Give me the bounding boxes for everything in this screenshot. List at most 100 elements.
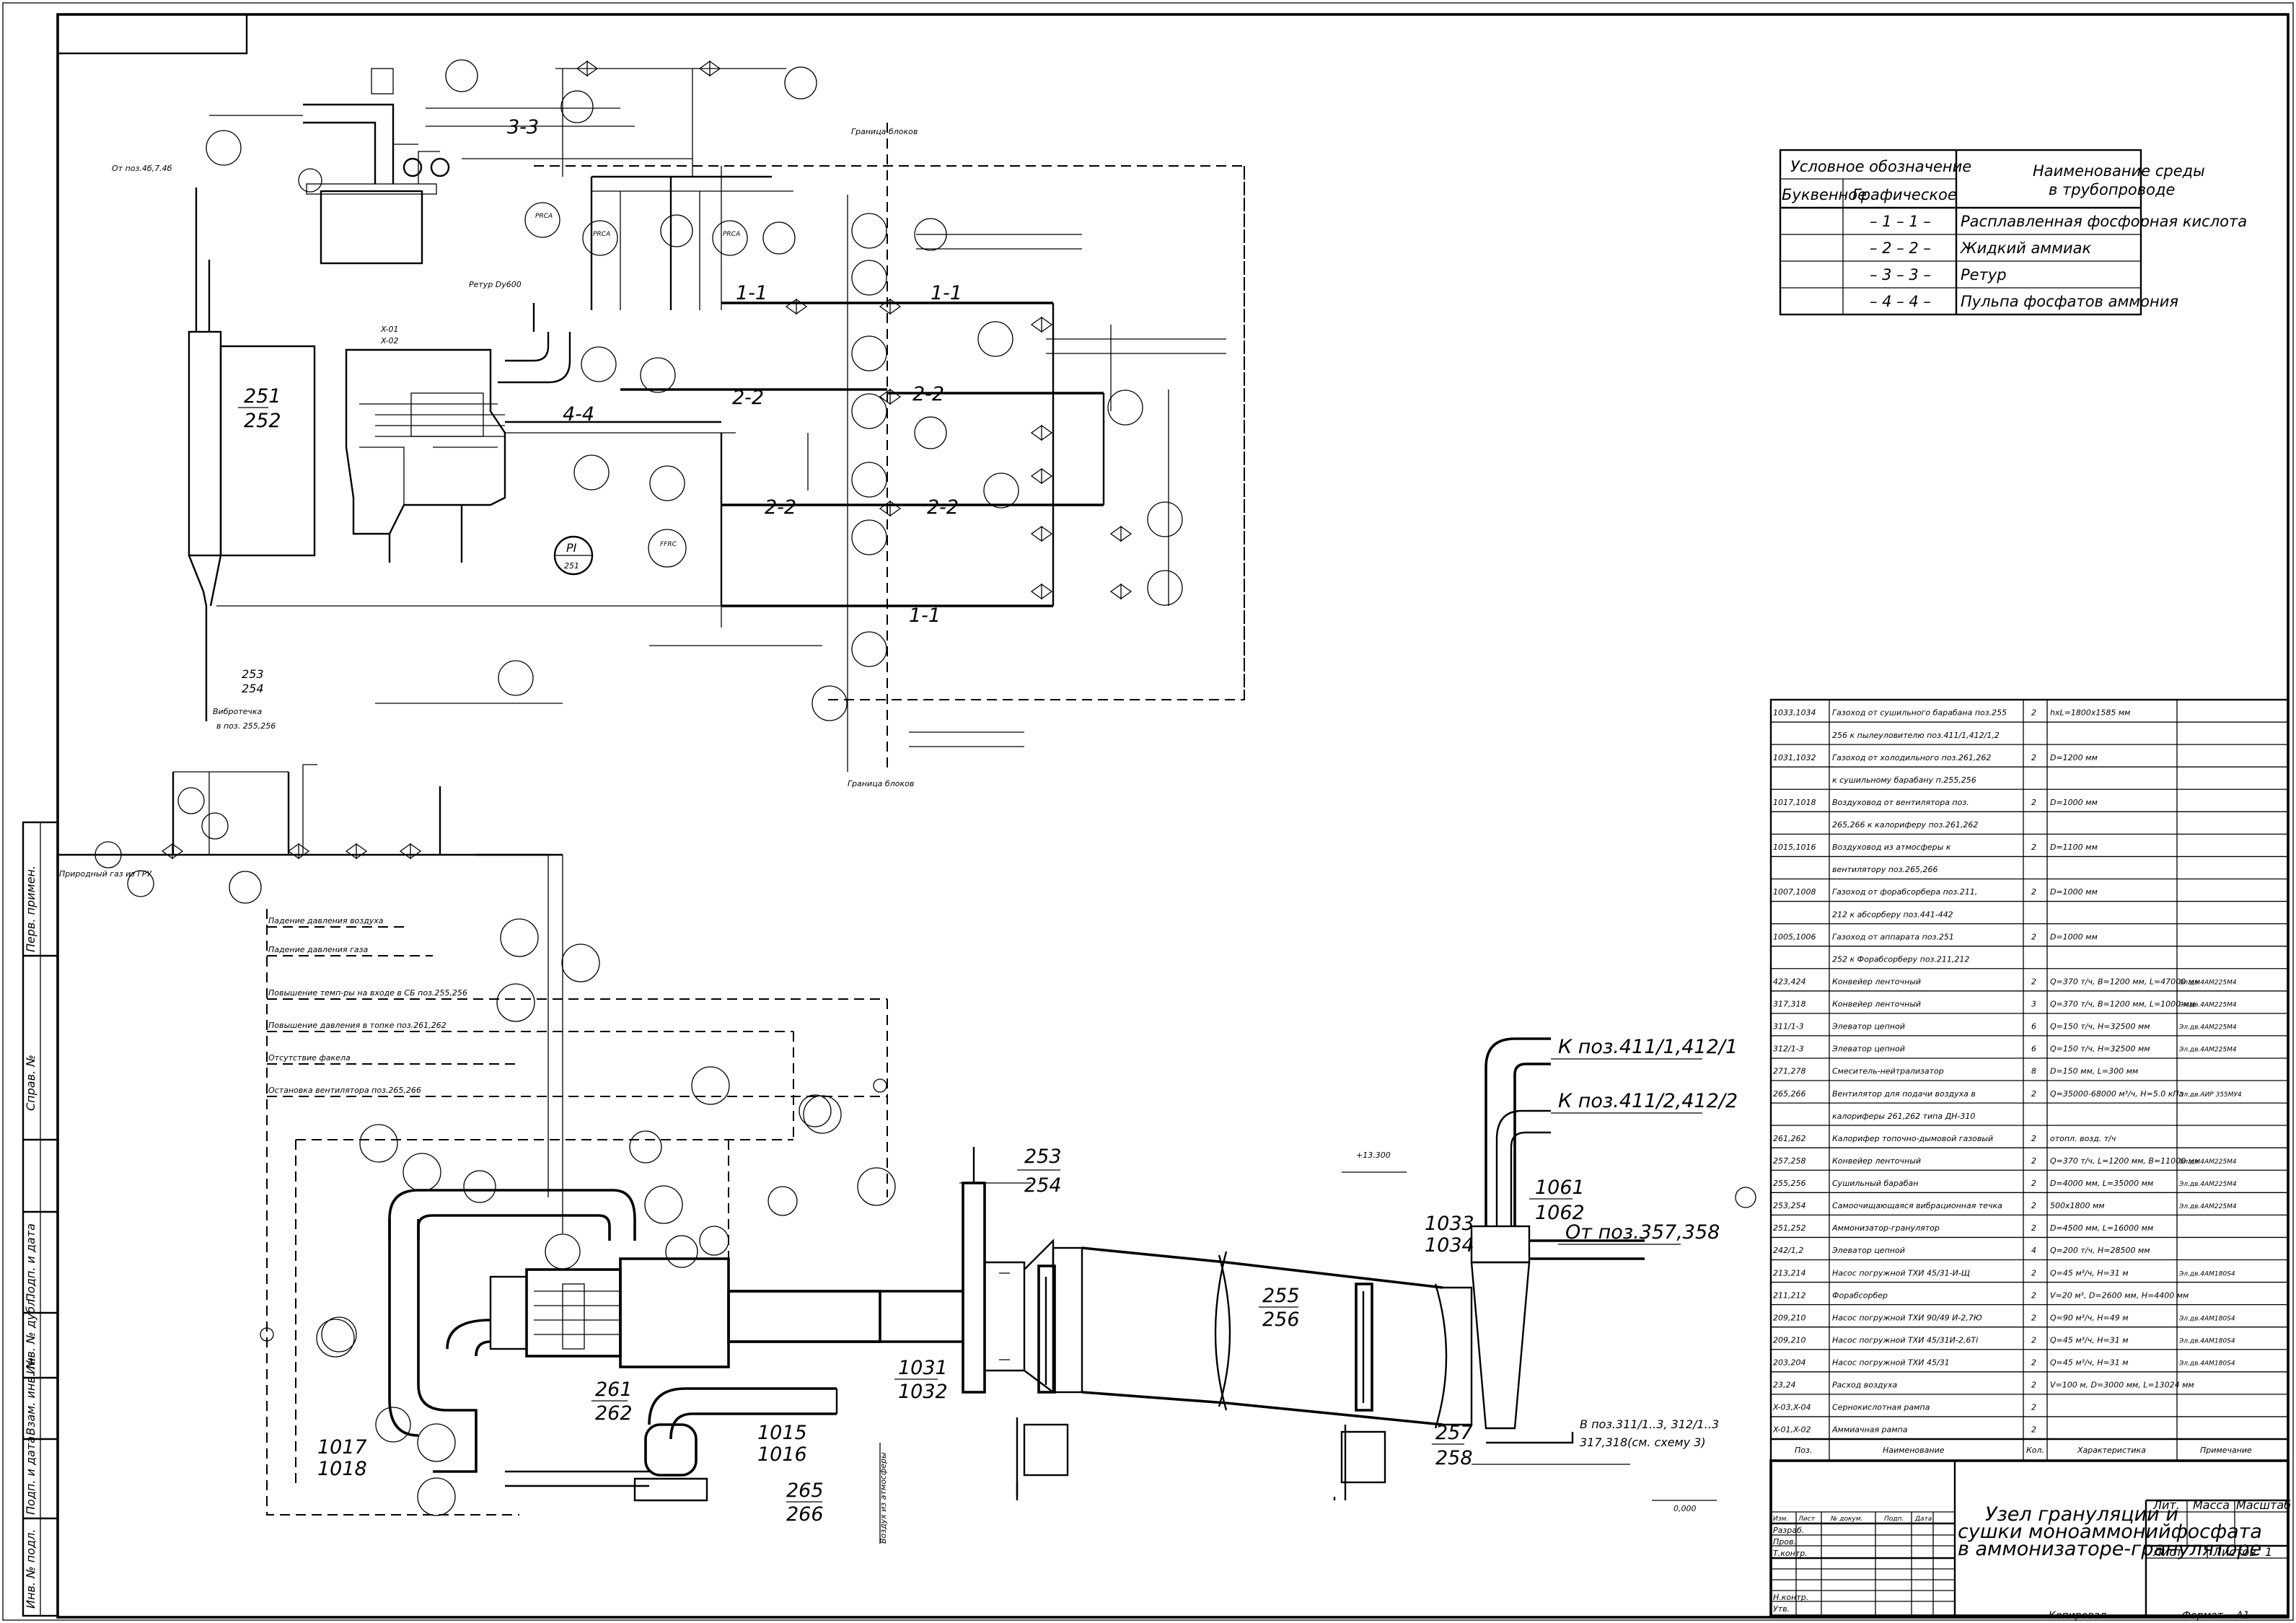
equipment-row-note: Эл.дв.4АМ225М4 (2178, 979, 2237, 986)
label-pos-255: 255 (1262, 1285, 1300, 1307)
equipment-row-qty: 2 (2031, 1134, 2036, 1143)
label-to-311: В поз.311/1..3, 312/1..3 (1580, 1417, 1719, 1431)
equipment-row-char: D=1000 мм (2050, 798, 2098, 807)
equipment-row-name: Аммиачная рампа (1831, 1425, 1908, 1435)
legend-row-4-name: Пульпа фосфатов аммония (1961, 293, 2178, 310)
equipment-row-char: Q=45 м³/ч, H=31 м (2050, 1268, 2129, 1277)
label-to-411-1: К поз.411/1,412/1 (1558, 1036, 1738, 1058)
label-air-atm: Воздух из атмосферы (879, 1452, 888, 1544)
pi-251: PI 251 (553, 535, 594, 576)
equipment-row-name: 212 к абсорберу поз.441-442 (1832, 910, 1953, 919)
equipment-row-qty: 2 (2031, 1089, 2036, 1099)
label-from-pos: От поз.4б,7.4б (112, 164, 172, 173)
equipment-row-char: Q=35000-68000 м³/ч, H=5.0 кПа (2050, 1089, 2184, 1099)
legend-row-1-symbol: – 1 – 1 – (1870, 213, 1931, 230)
equipment-row-qty: 2 (2031, 798, 2036, 807)
equipment-row-char: D=4500 мм, L=16000 мм (2050, 1223, 2153, 1233)
interlock-5: Отсутствие факела (268, 1053, 351, 1063)
equipment-row-char: D=1200 мм (2050, 753, 2098, 762)
discharge-chamber: К поз.411/1,412/1 К поз.411/2,412/2 От п… (1342, 1036, 1756, 1513)
equipment-row-pos: 213,214 (1773, 1268, 1806, 1277)
line-label-22b: 2-2 (912, 383, 944, 405)
equipment-row-qty: 8 (2031, 1067, 2036, 1076)
equipment-row-qty: 2 (2031, 753, 2036, 762)
label-x01: X-01 (380, 325, 399, 334)
label-pos-1034: 1034 (1425, 1234, 1474, 1257)
equipment-row-pos: 311/1-3 (1773, 1022, 1804, 1032)
equipment-row-pos: 209,210 (1773, 1313, 1806, 1322)
line-label-22c: 2-2 (765, 496, 796, 519)
label-pos-1062: 1062 (1535, 1202, 1585, 1224)
equipment-row-note: Эл.дв.4АМ225М4 (2178, 1024, 2237, 1032)
title-sheets: Листов (2212, 1545, 2256, 1559)
label-to-317: 317,318(см. схему 3) (1580, 1435, 1706, 1449)
legend-table: Условное обозначение Буквенное Графическ… (1779, 149, 2247, 316)
equipment-row-char: Q=370 т/ч, B=1200 мм, L=1000 мм (2050, 1000, 2195, 1009)
interlock-1: Падение давления воздуха (268, 916, 384, 925)
title-role-2: Пров. (1773, 1537, 1796, 1547)
legend-row-4-symbol: – 4 – 4 – (1870, 293, 1931, 310)
label-x02: X-02 (380, 336, 399, 346)
title-col-list: Лист (1798, 1516, 1816, 1523)
side-stamp-4: Инв. № дубл. (24, 1296, 38, 1374)
legend-header-graphic: Графическое (1852, 186, 1957, 203)
interlock-3: Повышение темп-ры на входе в СБ поз.255,… (268, 988, 467, 998)
equipment-row-pos: 423,424 (1773, 977, 1806, 986)
equipment-row-name: Насос погружной ТХИ 45/31И-2,6Ti (1832, 1335, 1978, 1345)
drawing-title-1: Узел грануляции и (1985, 1503, 2178, 1526)
label-pos-254: 254 (1024, 1174, 1062, 1197)
equipment-row-char: Q=150 т/ч, H=32500 мм (2050, 1044, 2150, 1054)
interlock-4: Повышение давления в топке поз.261,262 (268, 1021, 447, 1030)
label-vib-to: в поз. 255,256 (216, 721, 276, 731)
equipment-row-qty: 2 (2031, 1313, 2036, 1322)
title-block: Изм. Лист № докум. Подп. Дата Разраб. Пр… (1769, 1459, 2291, 1622)
equipment-row-char: Q=370 т/ч, L=1200 мм, B=11000 мм (2050, 1156, 2200, 1166)
equipment-row-qty: 2 (2031, 1381, 2036, 1390)
equipment-row-pos: 317,318 (1773, 1000, 1806, 1009)
equipment-row-note: Эл.дв.4АМ225М4 (2178, 1181, 2237, 1188)
label-pos-262: 262 (595, 1402, 633, 1425)
legend-row-2-symbol: – 2 – 2 – (1870, 239, 1931, 257)
equipment-row-name: Расход воздуха (1832, 1381, 1897, 1390)
equipment-row-name: Вентилятор для подачи воздуха в (1832, 1089, 1976, 1099)
equipment-row-name: Элеватор цепной (1831, 1022, 1905, 1032)
label-pos-257: 257 (1435, 1422, 1473, 1444)
equipment-row-char: hxL=1800x1585 мм (2050, 708, 2130, 718)
legend-header-name-2: в трубопроводе (2049, 181, 2175, 198)
equipment-row-pos: 242/1,2 (1773, 1246, 1803, 1255)
title-role-3: Т.контр. (1773, 1549, 1808, 1558)
equipment-row-name: Воздуховод от вентилятора поз. (1832, 798, 1969, 807)
equipment-row-char: Q=45 м³/ч, H=31 м (2050, 1358, 2129, 1368)
legend-row-3-symbol: – 3 – 3 – (1870, 266, 1931, 283)
equipment-row-char: 500x1800 мм (2050, 1201, 2105, 1210)
legend-header-name-1: Наименование среды (2033, 162, 2205, 180)
line-label-33: 3-3 (507, 116, 539, 138)
equipment-row-pos: 1015,1016 (1773, 843, 1816, 852)
legend-row-3-name: Ретур (1961, 266, 2007, 283)
equipment-row-note: Эл.дв.4АМ225М4 (2178, 1203, 2237, 1210)
label-vib: Вибротечка (213, 707, 263, 716)
equipment-row-name: Насос погружной ТХИ 45/31-И-Щ (1832, 1268, 1970, 1277)
drying-drum: 255 256 (983, 1239, 1473, 1500)
label-pos-261: 261 (595, 1378, 633, 1401)
equipment-row-name: Газоход от аппарата поз.251 (1832, 932, 1954, 941)
equipment-header-pos: Поз. (1795, 1446, 1812, 1455)
label-gran-limit2: Граница блоков (848, 779, 914, 788)
title-sheets-num: 1 (2265, 1545, 2272, 1559)
equipment-row-name: 256 к пылеуловителю поз.411/1,412/1,2 (1832, 731, 2000, 740)
drawing-title-2: сушки моноаммонийфосфата (1958, 1521, 2262, 1543)
drawing-title-3: в аммонизаторе-грануляторе (1958, 1538, 2261, 1560)
label-pos-1018: 1018 (317, 1458, 367, 1480)
label-pos-256: 256 (1262, 1308, 1300, 1331)
equipment-row-qty: 2 (2031, 1335, 2036, 1345)
equipment-row-qty: 4 (2031, 1246, 2036, 1255)
label-pos-1032: 1032 (898, 1381, 948, 1403)
equipment-row-qty: 2 (2031, 1201, 2036, 1210)
label-pos-253-top: 253 (242, 667, 264, 681)
equipment-row-char: Q=370 т/ч, B=1200 мм, L=47000 мм (2050, 977, 2200, 986)
equipment-row-qty: 2 (2031, 887, 2036, 897)
equipment-row-qty: 2 (2031, 1179, 2036, 1188)
label-from-357: От поз.357,358 (1565, 1221, 1720, 1244)
equipment-row-char: D=150 мм, L=300 мм (2050, 1067, 2138, 1076)
title-format: Формат (2182, 1610, 2224, 1622)
